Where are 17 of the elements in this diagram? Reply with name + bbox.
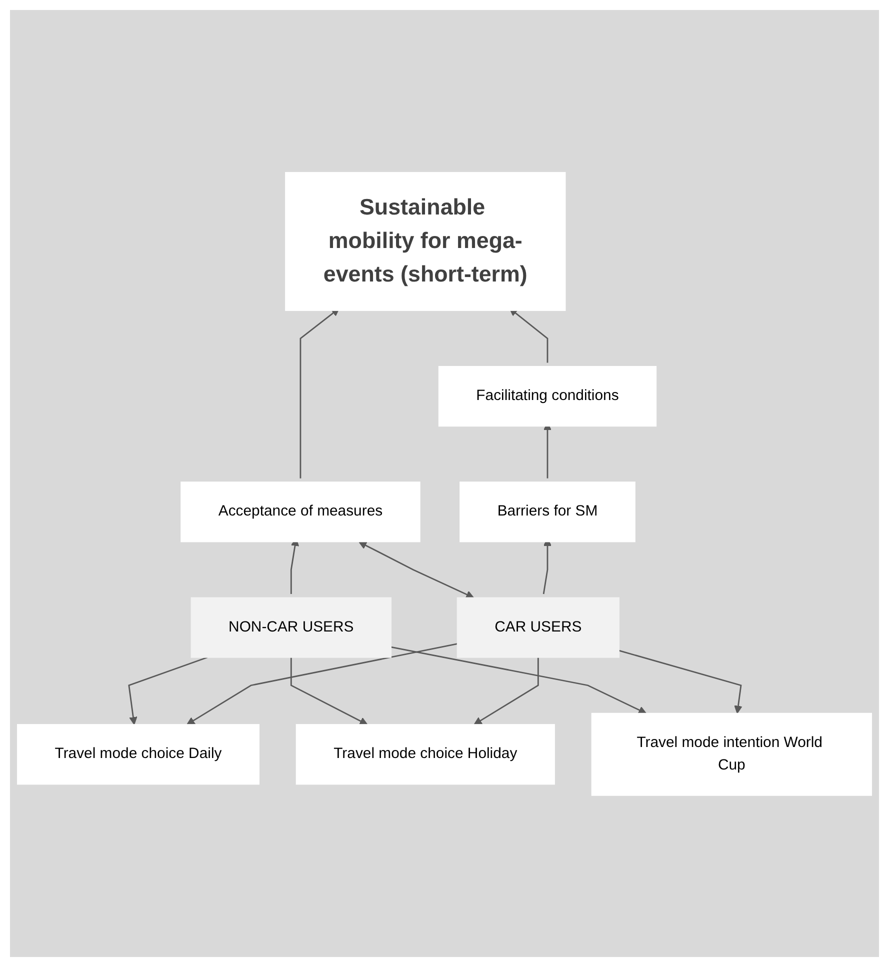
node-box [285, 172, 566, 310]
node-box [456, 596, 620, 658]
arrow [474, 656, 539, 724]
node-box [591, 712, 872, 796]
arrow [290, 656, 368, 724]
node-box [190, 596, 392, 658]
arrow [618, 649, 742, 714]
node-box [180, 481, 420, 542]
node-box [460, 481, 636, 542]
arrow [128, 656, 208, 724]
node-box [438, 366, 657, 426]
arrow [358, 541, 474, 598]
node-box [296, 724, 555, 784]
arrow [390, 646, 647, 714]
arrow [186, 642, 458, 724]
node-box [17, 724, 260, 784]
flowchart-diagram: Sustainable mobility for mega-events (short-term) Facilitating conditions Acceptance of measures Barriers for SM NON-CAR USERS CAR USERS Travel mode choice Daily Travel mode choice Holiday Travel mode intention World Cup [10, 164, 879, 802]
